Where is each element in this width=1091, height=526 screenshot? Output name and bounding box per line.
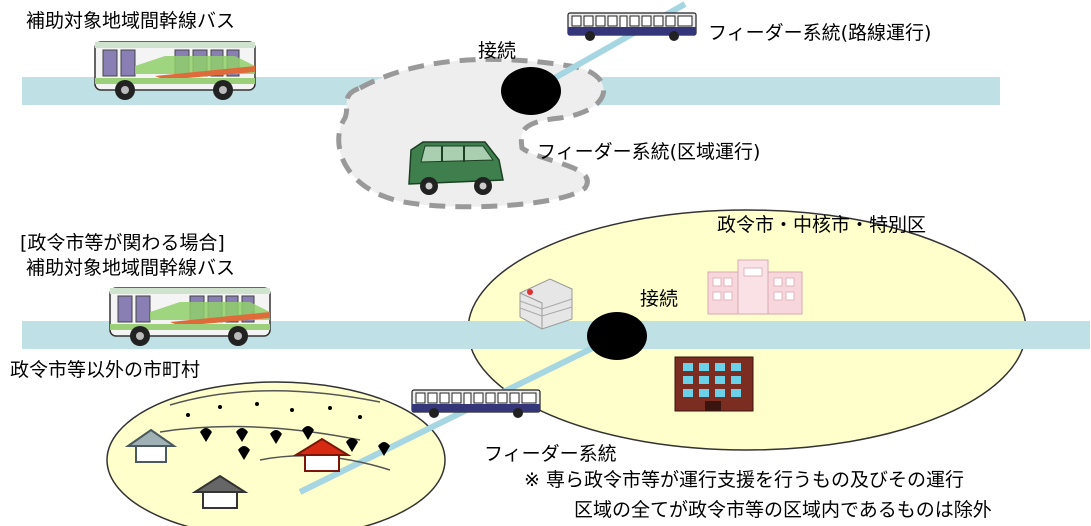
feeder-route-label: フィーダー系統(路線運行) <box>708 22 932 44</box>
trunk-bus-label-top: 補助対象地域間幹線バス <box>26 10 236 32</box>
house-icon <box>191 474 249 509</box>
van-icon <box>408 141 504 195</box>
other-municipality-label: 政令市等以外の市町村 <box>10 359 201 381</box>
apartment-icon <box>674 356 754 412</box>
city-label: 政令市・中核市・特別区 <box>717 214 927 236</box>
feeder-area-label: フィーダー系統(区域運行) <box>537 141 761 163</box>
connection-label-top: 接続 <box>478 40 517 62</box>
note-line-2: 区域の全てが政令市等の区域内であるものは除外 <box>574 499 992 521</box>
house-icon <box>124 428 178 463</box>
connection-node-top <box>501 67 561 115</box>
office-building-icon <box>707 259 803 315</box>
connection-label-bottom: 接続 <box>640 288 679 310</box>
feeder-label: フィーダー系統 <box>484 443 617 465</box>
hospital-icon <box>519 278 573 330</box>
note-line-1: ※ 専ら政令市等が運行支援を行うもの及びその運行 <box>524 469 964 491</box>
house-icon <box>292 437 352 472</box>
feeder-route-line-bottom <box>298 333 619 495</box>
feeder-bus-icon <box>411 389 541 419</box>
feeder-area-top <box>336 56 607 210</box>
connection-node-bottom <box>587 312 647 360</box>
trunk-bus-label-bottom: 補助対象地域間幹線バス <box>26 257 236 279</box>
case-label: [政令市等が関わる場合] <box>20 232 225 254</box>
field-decoration <box>159 389 391 471</box>
